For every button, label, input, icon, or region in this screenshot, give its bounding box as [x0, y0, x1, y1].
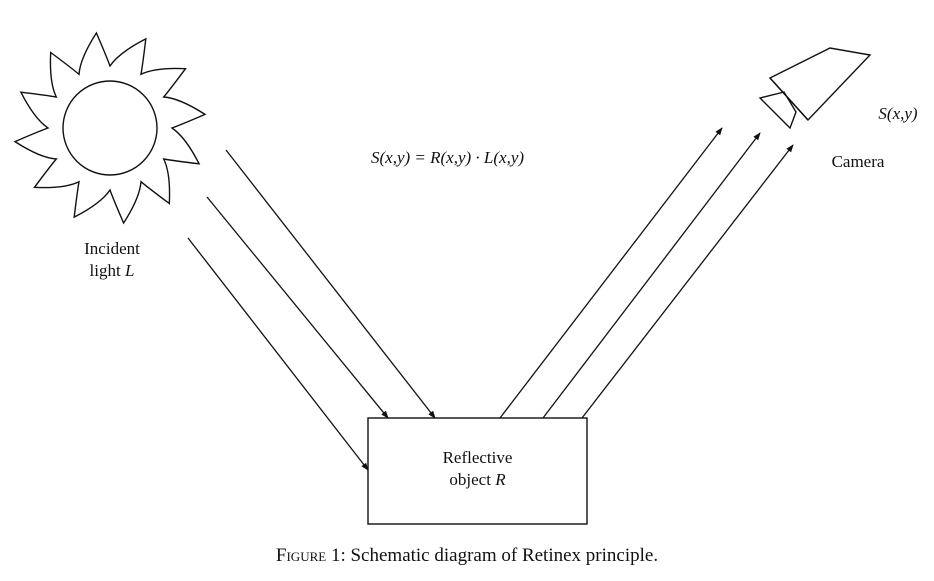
camera-label: Camera [831, 152, 885, 171]
reflective-object-symbol: R [495, 470, 506, 489]
reflective-object-box [367, 417, 588, 525]
incident-light-label-line2: light L [60, 260, 164, 282]
incident-rays [187, 149, 436, 471]
camera-signal-label: S(x,y) [878, 104, 918, 123]
incident-ray-2 [206, 196, 389, 419]
incident-ray-1 [225, 149, 436, 419]
reflected-rays [499, 127, 794, 419]
reflected-ray-3 [581, 144, 794, 419]
figure-caption-text: Schematic diagram of Retinex principle. [345, 545, 659, 566]
figure-number: Figure 1: [275, 545, 346, 566]
retinex-equation: S(x,y) = R(x,y) · L(x,y) [371, 148, 525, 167]
reflective-object-label-text: object [449, 470, 496, 489]
incident-light-label-text: light [89, 261, 125, 280]
incident-light-label-line1: Incident [84, 239, 140, 258]
incident-light-label: Incident light L [60, 238, 164, 282]
reflective-object-label-line1: Reflective [442, 448, 513, 467]
sun-icon [13, 31, 207, 225]
reflective-object-label-line2: object R [368, 469, 587, 491]
incident-ray-3 [187, 237, 369, 471]
camera-icon [758, 47, 872, 130]
reflected-ray-1 [499, 127, 723, 419]
figure-caption: Figure 1: Schematic diagram of Retinex p… [0, 545, 934, 567]
reflected-ray-2 [542, 132, 761, 419]
incident-light-symbol: L [124, 261, 135, 280]
reflective-object-label: Reflective object R [368, 447, 587, 491]
